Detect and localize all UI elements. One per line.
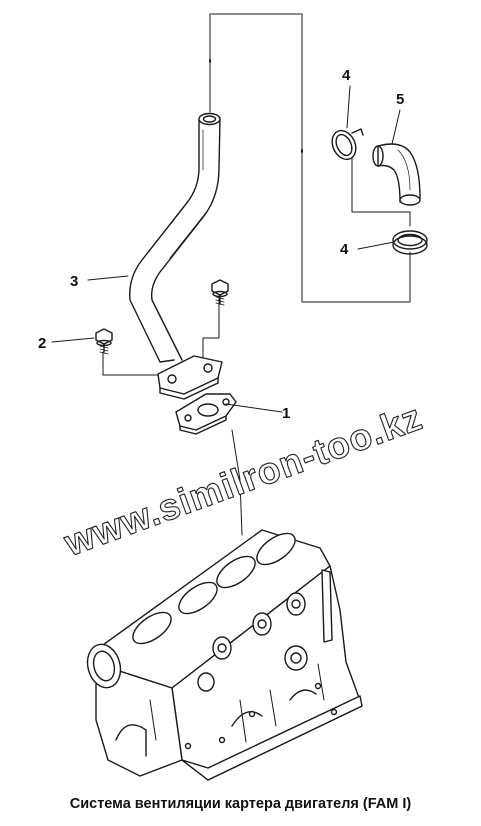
callout-labels: 3 2 1 4 4 5	[38, 67, 404, 422]
connection-lines	[102, 13, 411, 536]
callout-label: 2	[38, 335, 46, 352]
gasket	[175, 393, 237, 435]
bolt-left	[95, 328, 113, 355]
diagram-caption: Система вентиляции картера двигателя (FA…	[69, 796, 412, 812]
callout-label: 4	[340, 241, 349, 258]
pipe-flange	[157, 355, 223, 400]
callout-label: 3	[70, 273, 78, 290]
elbow-hose	[372, 143, 421, 206]
hose-clamp-lower	[392, 230, 428, 255]
callout-label: 4	[342, 67, 351, 84]
engine-block	[86, 529, 363, 781]
watermark-text: www.similron-too.kz	[58, 396, 428, 564]
callout-leaders	[51, 85, 401, 413]
bolt-right	[211, 279, 229, 306]
breather-pipe	[129, 112, 221, 363]
callout-label: 5	[396, 91, 404, 108]
hose-clamp-upper	[331, 128, 364, 161]
callout-label: 1	[282, 405, 290, 422]
